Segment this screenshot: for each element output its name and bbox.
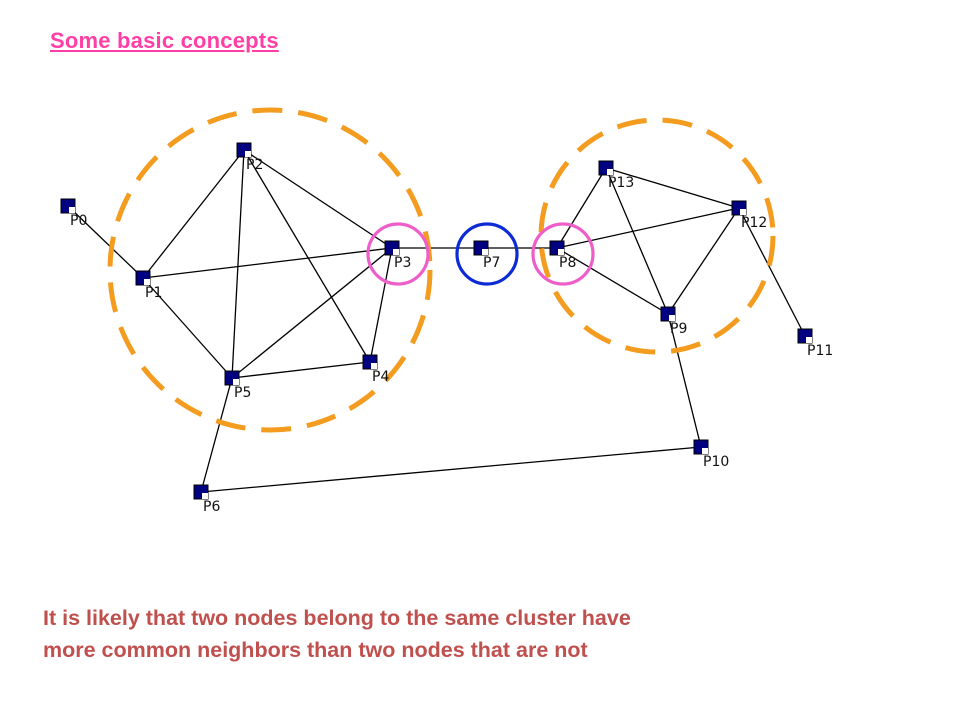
edge-p8-p13 [556, 167, 607, 249]
edge-p13-p12 [605, 167, 740, 209]
circles-layer [107, 107, 776, 433]
node-marker-notch [702, 448, 708, 454]
node-marker-notch [607, 169, 613, 175]
node-p1: P1 [135, 270, 162, 301]
caption-line-2: more common neighbors than two nodes tha… [43, 638, 588, 662]
edge-p13-p9 [605, 167, 669, 315]
edge-p6-p10 [200, 446, 702, 493]
edge-p9-p10 [667, 313, 702, 448]
edge-p1-p5 [142, 277, 233, 379]
edge-p12-p9 [667, 207, 740, 315]
caption-line-1: It is likely that two nodes belong to th… [43, 606, 631, 630]
edge-p1-p2 [142, 149, 245, 279]
node-label-p7: P7 [483, 255, 500, 271]
node-label-p1: P1 [145, 285, 162, 301]
node-p7: P7 [473, 240, 500, 271]
node-marker-notch [393, 249, 399, 255]
node-marker-notch [558, 249, 564, 255]
node-p12: P12 [731, 200, 767, 231]
node-p11: P11 [797, 328, 833, 359]
node-marker-notch [202, 493, 208, 499]
edge-p1-p3 [142, 247, 393, 279]
node-marker-notch [233, 379, 239, 385]
node-p6: P6 [193, 484, 220, 515]
highlight-circle-p8 [531, 222, 595, 286]
node-label-p9: P9 [670, 321, 687, 337]
cluster-right-circle [538, 117, 776, 355]
node-p3: P3 [384, 240, 411, 271]
edge-p3-p5 [231, 247, 393, 379]
edge-p8-p12 [556, 207, 740, 249]
edge-p8-p9 [556, 247, 669, 315]
node-label-p13: P13 [608, 175, 634, 191]
node-label-p11: P11 [807, 343, 833, 359]
node-marker-notch [144, 279, 150, 285]
edge-p12-p11 [738, 207, 806, 337]
node-label-p3: P3 [394, 255, 411, 271]
edge-p2-p4 [243, 149, 371, 363]
node-marker-notch [740, 209, 746, 215]
node-p9: P9 [660, 306, 687, 337]
node-p4: P4 [362, 354, 389, 385]
page-title: Some basic concepts [50, 28, 279, 53]
edge-p4-p5 [231, 361, 371, 379]
edge-p0-p1 [67, 205, 144, 279]
caption: It is likely that two nodes belong to th… [43, 602, 923, 666]
node-marker-notch [69, 207, 75, 213]
edge-p2-p3 [243, 149, 393, 249]
node-p0: P0 [60, 198, 87, 229]
node-label-p10: P10 [703, 454, 729, 470]
edges-layer [67, 149, 806, 493]
highlight-circle-p3 [366, 222, 430, 286]
node-marker-notch [482, 249, 488, 255]
node-label-p2: P2 [246, 157, 263, 173]
edge-p5-p6 [200, 377, 233, 493]
node-p5: P5 [224, 370, 251, 401]
highlight-circle-p7 [455, 222, 519, 286]
node-label-p0: P0 [70, 213, 87, 229]
edge-p2-p5 [231, 149, 245, 379]
node-label-p8: P8 [559, 255, 576, 271]
node-marker-notch [371, 363, 377, 369]
node-marker-notch [806, 337, 812, 343]
node-p10: P10 [693, 439, 729, 470]
edge-p3-p4 [369, 247, 393, 363]
node-marker-notch [669, 315, 675, 321]
node-p13: P13 [598, 160, 634, 191]
node-label-p5: P5 [234, 385, 251, 401]
node-label-p6: P6 [203, 499, 220, 515]
node-label-p4: P4 [372, 369, 389, 385]
node-p8: P8 [549, 240, 576, 271]
node-marker-notch [245, 151, 251, 157]
cluster-left-circle [107, 107, 433, 433]
node-p2: P2 [236, 142, 263, 173]
node-label-p12: P12 [741, 215, 767, 231]
